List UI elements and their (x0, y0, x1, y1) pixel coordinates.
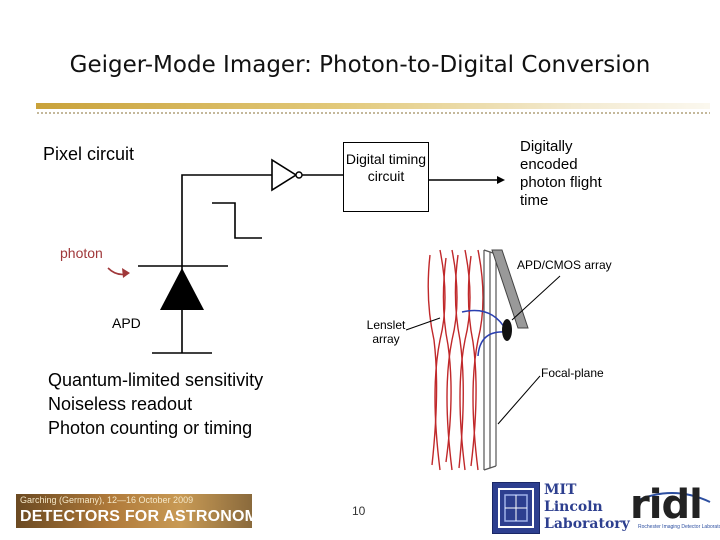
mit-lincoln-logo: MIT Lincoln Laboratory (492, 482, 622, 534)
feature-list: Quantum-limited sensitivity Noiseless re… (48, 368, 263, 440)
feature-item: Photon counting or timing (48, 416, 263, 440)
ridl-tagline: Rochester Imaging Detector Laboratory (638, 524, 716, 530)
lenslet-plates (484, 250, 496, 470)
mit-logo-line: Lincoln (544, 499, 630, 516)
buffer-gate (272, 160, 296, 190)
lenslet-array-label: Lenslet array (358, 318, 414, 346)
apd-label: APD (112, 315, 141, 331)
timing-circuit-label: Digital timing circuit (346, 151, 426, 184)
conference-banner: Garching (Germany), 12—16 October 2009 D… (16, 494, 252, 528)
photon-label: photon (60, 245, 103, 261)
conference-dates: Garching (Germany), 12—16 October 2009 (20, 495, 193, 505)
mit-logo-line: MIT (544, 482, 630, 499)
photon-arrowhead (122, 268, 130, 278)
mit-logo-text: MIT Lincoln Laboratory (544, 482, 630, 533)
focus-spot (502, 319, 512, 341)
apd-diode-symbol (160, 268, 204, 310)
pixel-circuit-label: Pixel circuit (43, 144, 134, 165)
focal-plane-leader (498, 376, 540, 424)
timing-circuit-box: Digital timing circuit (343, 142, 429, 212)
apd-cmos-array-label: APD/CMOS array (517, 258, 612, 272)
ridl-logo: ridl Rochester Imaging Detector Laborato… (630, 482, 716, 540)
ridl-wordmark: ridl (630, 482, 702, 528)
focal-plane-label: Focal-plane (541, 366, 604, 380)
conference-name: DETECTORS FOR ASTRONOMY (20, 508, 252, 526)
output-arrowhead (497, 176, 505, 184)
feature-item: Noiseless readout (48, 392, 263, 416)
circuit-wires (138, 175, 343, 353)
lenslet-rays (428, 250, 483, 470)
apd-cmos-leader (512, 276, 560, 320)
feature-item: Quantum-limited sensitivity (48, 368, 263, 392)
page-number: 10 (352, 504, 365, 518)
mit-logo-line: Laboratory (544, 516, 630, 533)
output-label: Digitally encoded photon flight time (520, 138, 615, 210)
apd-to-buffer-wire (182, 175, 272, 350)
pulse-waveform (212, 203, 262, 238)
buffer-inverter-bubble (296, 172, 302, 178)
mit-logo-emblem (492, 482, 540, 534)
